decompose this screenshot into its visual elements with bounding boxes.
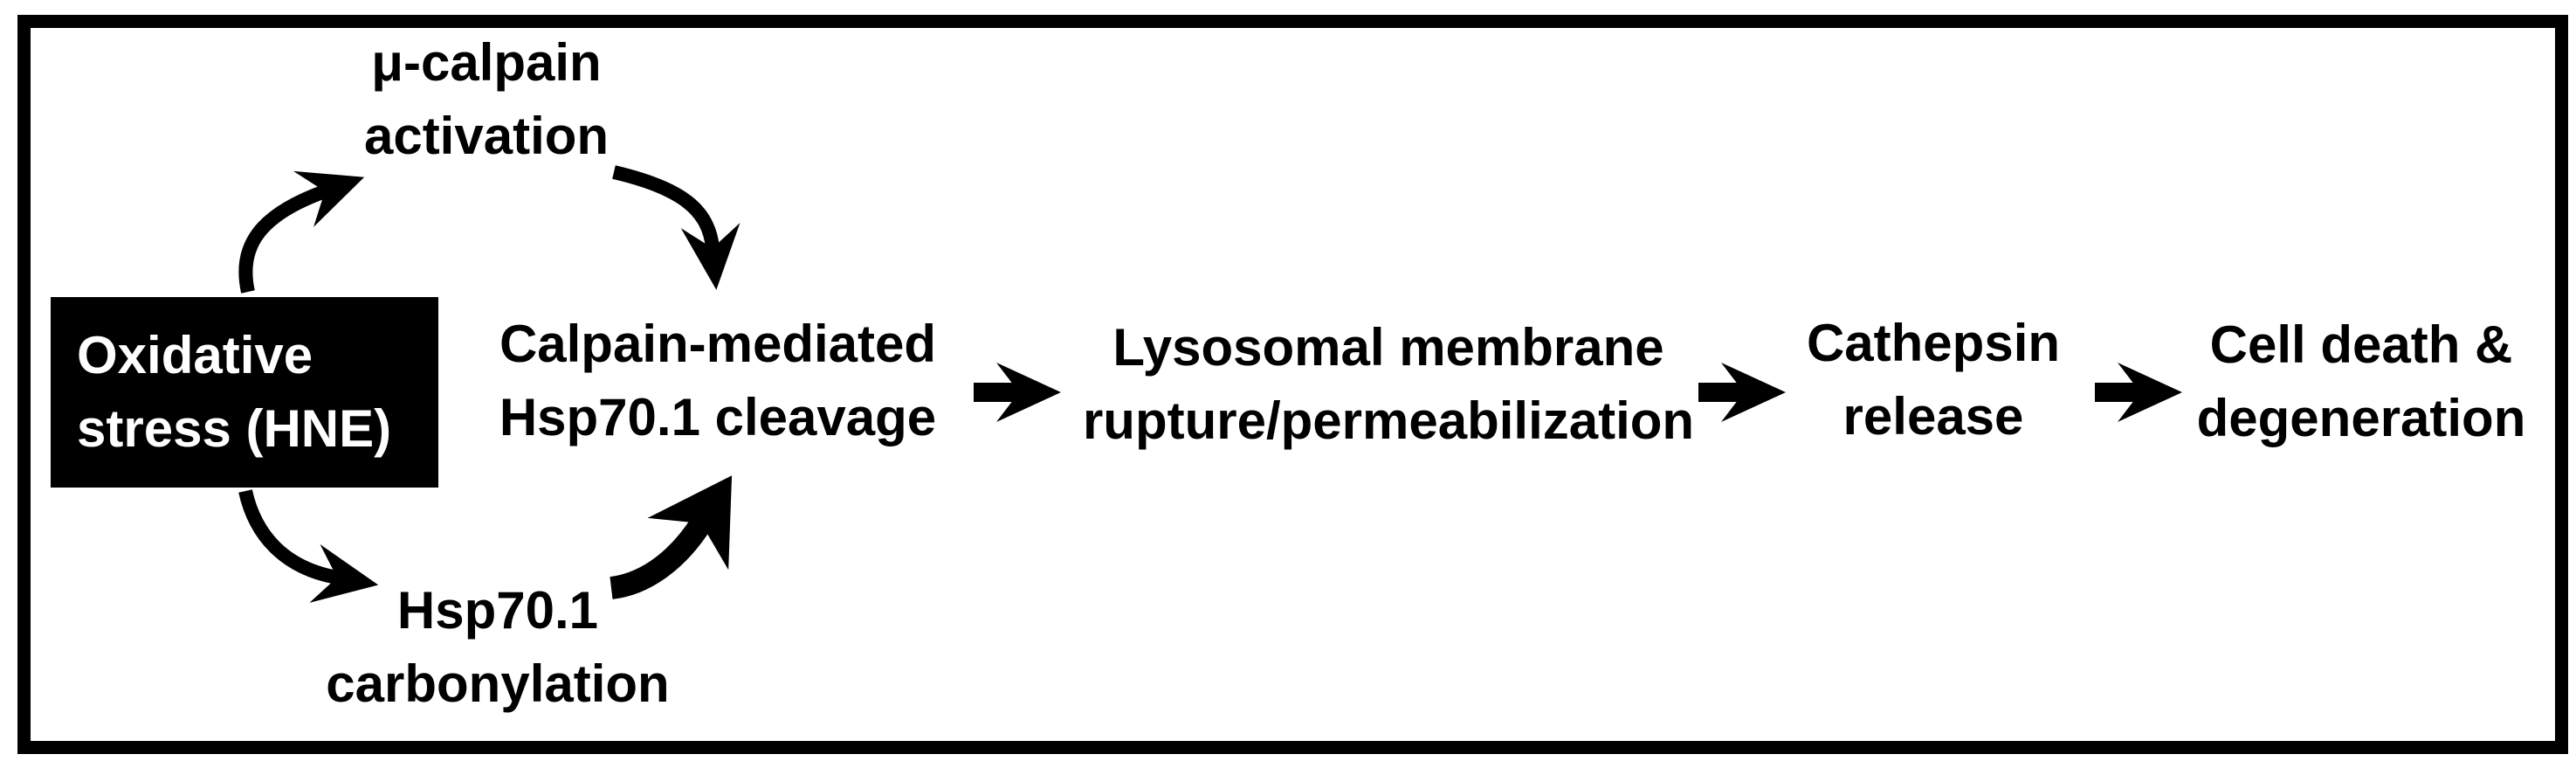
node-oxidative-stress-line1: Oxidative <box>77 326 313 384</box>
curved-arrow-oxidative-to-mu-calpain <box>238 170 365 294</box>
node-cathepsin-release: Cathepsin release <box>1807 307 2060 453</box>
node-mu-calpain-line2: activation <box>363 107 610 165</box>
node-mu-calpain-line1: μ-calpain <box>371 33 602 92</box>
curved-arrow-oxidative-to-carbonylation <box>238 489 379 603</box>
node-hsp70-carbonylation: Hsp70.1 carbonylation <box>326 574 669 721</box>
node-lysosomal-rupture: Lysosomal membrane rupture/permeabilizat… <box>1083 311 1694 458</box>
node-calpain-cleavage-line1: Calpain-mediated <box>499 315 937 373</box>
figure-border <box>17 15 2568 754</box>
curved-arrow-mu-calpain-to-cleavage <box>612 165 740 290</box>
node-hsp70-carbonylation-line2: carbonylation <box>326 654 670 713</box>
node-oxidative-stress: Oxidative stress (HNE) <box>51 297 438 488</box>
node-cathepsin-line2: release <box>1842 387 2024 446</box>
node-lysosomal-line1: Lysosomal membrane <box>1112 318 1664 377</box>
node-hsp70-carbonylation-line1: Hsp70.1 <box>396 581 599 640</box>
node-cathepsin-line1: Cathepsin <box>1806 314 2061 372</box>
node-cell-death-line1: Cell death & <box>2209 315 2513 374</box>
node-calpain-mediated-cleavage: Calpain-mediated Hsp70.1 cleavage <box>499 308 936 454</box>
node-mu-calpain-activation: μ-calpain activation <box>364 26 609 173</box>
curved-arrow-carbonylation-to-cleavage <box>609 475 733 599</box>
node-cell-death-degeneration: Cell death & degeneration <box>2197 308 2526 455</box>
node-lysosomal-line2: rupture/permeabilization <box>1082 391 1695 450</box>
node-calpain-cleavage-line2: Hsp70.1 cleavage <box>499 388 937 446</box>
node-cell-death-line2: degeneration <box>2196 389 2526 447</box>
node-oxidative-stress-line2: stress (HNE) <box>77 399 392 458</box>
